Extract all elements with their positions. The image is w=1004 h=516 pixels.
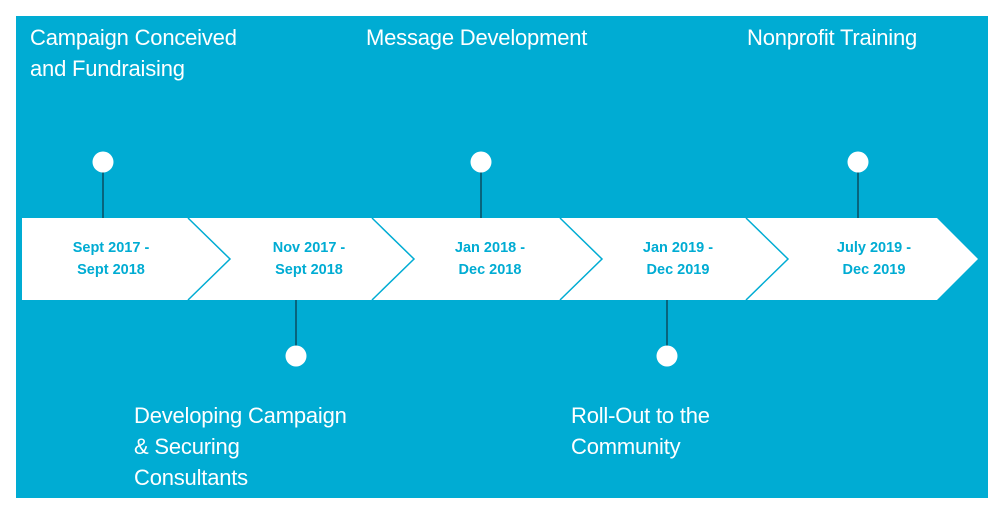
timeline-marker [847, 151, 869, 173]
phase-label-line: Consultants [134, 465, 248, 490]
timeline-marker [470, 151, 492, 173]
phase-date-end: Sept 2018 [77, 262, 145, 278]
phase-date-start: Sept 2017 - [72, 240, 150, 256]
phase-label-line: Roll-Out to the [571, 403, 710, 428]
phase-date-end: Sept 2018 [275, 262, 343, 278]
phase-label: Message Development [366, 22, 587, 53]
phase-label-line: and Fundraising [30, 56, 185, 81]
segment-divider [559, 217, 604, 301]
segment-divider [371, 217, 416, 301]
phase-label: Nonprofit Training [747, 22, 917, 53]
phase-label: Roll-Out to the Community [571, 400, 710, 462]
phase-label-line: Message Development [366, 25, 588, 50]
phase-label: Developing Campaign & Securing Consultan… [134, 400, 347, 493]
phase-label-line: Developing Campaign [134, 403, 347, 428]
phase-date: July 2019 - Dec 2019 [809, 237, 939, 281]
timeline-marker [656, 345, 678, 367]
phase-label-line: Community [571, 434, 681, 459]
segment-divider [745, 217, 790, 301]
phase-label-line: & Securing [134, 434, 240, 459]
segment-divider [187, 217, 232, 301]
timeline-marker [285, 345, 307, 367]
phase-date: Jan 2018 - Dec 2018 [425, 237, 555, 281]
phase-label-line: Campaign Conceived [30, 25, 237, 50]
phase-date-end: Dec 2019 [646, 262, 710, 278]
timeline-arrow [22, 218, 978, 300]
phase-date-start: July 2019 - [836, 240, 912, 256]
phase-label-line: Nonprofit Training [747, 25, 918, 50]
timeline-marker [92, 151, 114, 173]
phase-date: Nov 2017 - Sept 2018 [244, 237, 374, 281]
phase-date: Jan 2019 - Dec 2019 [613, 237, 743, 281]
phase-date: Sept 2017 - Sept 2018 [46, 237, 176, 281]
phase-date-start: Jan 2019 - [642, 240, 714, 256]
phase-date-start: Jan 2018 - [454, 240, 526, 256]
phase-label: Campaign Conceived and Fundraising [30, 22, 237, 84]
phase-date-start: Nov 2017 - [272, 240, 346, 256]
phase-date-end: Dec 2018 [458, 262, 522, 278]
phase-date-end: Dec 2019 [842, 262, 906, 278]
